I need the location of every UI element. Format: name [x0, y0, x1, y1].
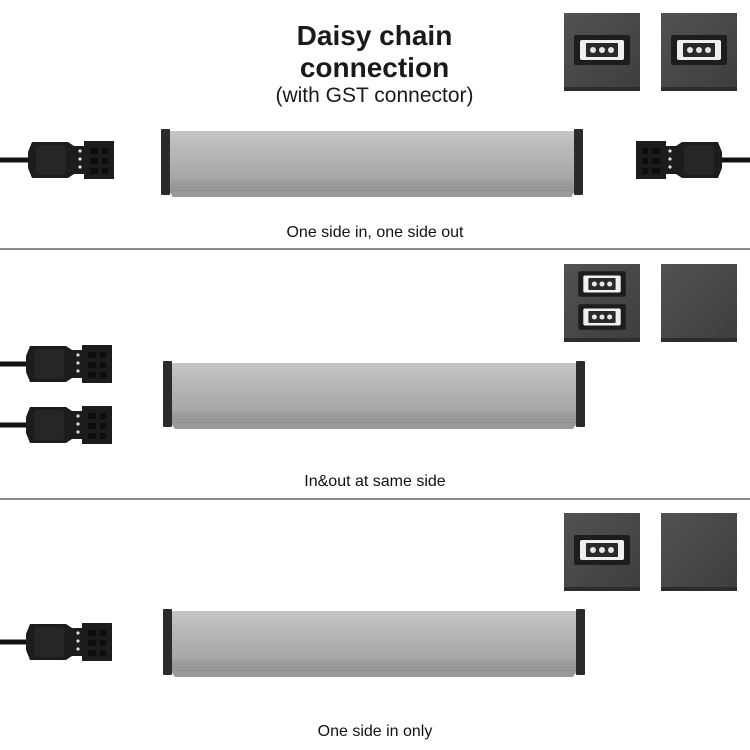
diagram-subtitle: (with GST connector): [275, 84, 474, 107]
diagram-title: Daisy chain connection: [296, 20, 453, 83]
led-profile-3: [162, 608, 586, 678]
led-profile-1: [160, 128, 584, 198]
caption-section-2: In&out at same side: [304, 473, 446, 490]
led-profile-2: [162, 360, 586, 430]
section-1: [0, 13, 750, 198]
section-divider-2: [0, 498, 750, 500]
gst-male-connector-icon: [0, 406, 112, 444]
end-cap-socket-icon: [564, 513, 640, 591]
gst-female-connector-icon: [636, 141, 750, 179]
diagram-title-block: Daisy chain connection (with GST connect…: [222, 20, 527, 108]
blank-end-cap-icon: [661, 513, 737, 591]
caption-section-1: One side in, one side out: [286, 224, 464, 241]
end-cap-socket-icon: [564, 264, 640, 342]
gst-male-connector-icon: [0, 345, 112, 383]
caption-section-3: One side in only: [317, 723, 433, 740]
blank-end-cap-icon: [661, 264, 737, 342]
section-divider-1: [0, 248, 750, 250]
gst-male-connector-icon: [0, 623, 112, 661]
section-3: [0, 513, 737, 678]
end-cap-socket-icon: [564, 13, 640, 91]
gst-male-connector-icon: [0, 141, 114, 179]
section-2: [0, 264, 737, 444]
end-cap-socket-icon: [661, 13, 737, 91]
